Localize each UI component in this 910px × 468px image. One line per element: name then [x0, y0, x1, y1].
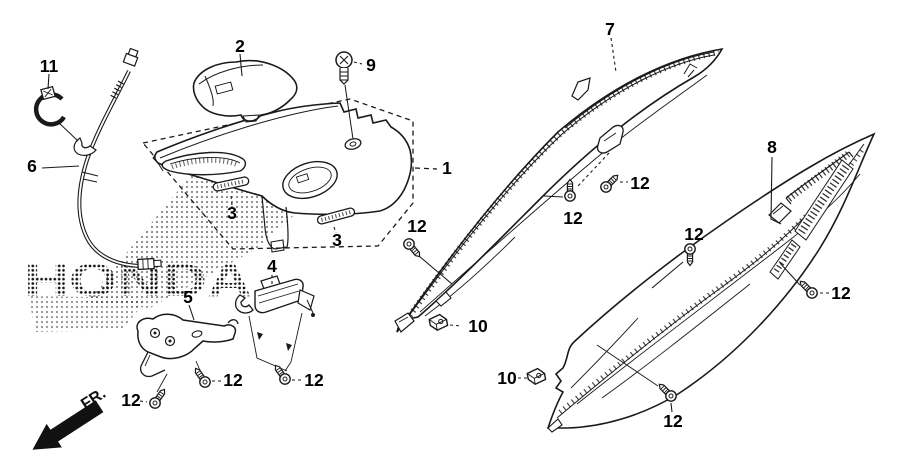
part-8-side-cover	[546, 132, 876, 433]
callout-8: 8	[767, 137, 777, 157]
callout-12-c: 12	[630, 173, 650, 193]
phantom-box	[141, 98, 438, 250]
part-1-body-cover	[152, 102, 413, 253]
callout-10-a: 10	[468, 316, 488, 336]
callout-5: 5	[183, 287, 193, 307]
bracket-5	[136, 313, 239, 393]
callout-12-h: 12	[223, 370, 243, 390]
front-direction-arrow: FR.	[32, 385, 109, 450]
callout-12-i: 12	[304, 370, 324, 390]
screw-12-i	[270, 361, 293, 387]
callout-1: 1	[442, 158, 452, 178]
screw-12-b	[564, 178, 576, 202]
callout-10-b: 10	[497, 368, 517, 388]
screw-12-c	[597, 170, 623, 196]
screw-9	[335, 51, 362, 150]
molding-3a	[212, 176, 250, 192]
clipnut-10-a	[428, 312, 449, 332]
cable-6	[73, 47, 162, 271]
clip-11	[33, 85, 79, 142]
bracket-4	[234, 275, 315, 372]
callout-7: 7	[605, 19, 615, 39]
callout-12-b: 12	[563, 208, 583, 228]
callout-12-d: 12	[684, 224, 704, 244]
molding-3b	[316, 207, 356, 225]
callout-2: 2	[235, 36, 245, 56]
leader-lines	[41, 37, 829, 413]
clipnut-10-b	[526, 366, 547, 386]
fr-arrow-icon	[32, 400, 104, 450]
callout-12-g: 12	[121, 390, 141, 410]
grommet	[344, 138, 362, 150]
callout-12-f: 12	[663, 411, 683, 431]
callout-12-a: 12	[407, 216, 427, 236]
callout-3b: 3	[332, 230, 342, 250]
screw-12-e	[795, 276, 821, 302]
screw-12-h	[190, 364, 213, 390]
callout-11: 11	[40, 56, 59, 76]
callout-labels: 11 6 2 9 1 3 3 4 5 7 8 12 12 12 12 12 12…	[27, 19, 851, 431]
callout-3a: 3	[227, 203, 237, 223]
part-2-center-cover	[192, 59, 298, 123]
callout-6: 6	[27, 156, 37, 176]
part-7-side-cover	[394, 47, 724, 333]
callout-9: 9	[366, 55, 376, 75]
callout-4: 4	[267, 256, 277, 276]
callout-12-e: 12	[831, 283, 851, 303]
